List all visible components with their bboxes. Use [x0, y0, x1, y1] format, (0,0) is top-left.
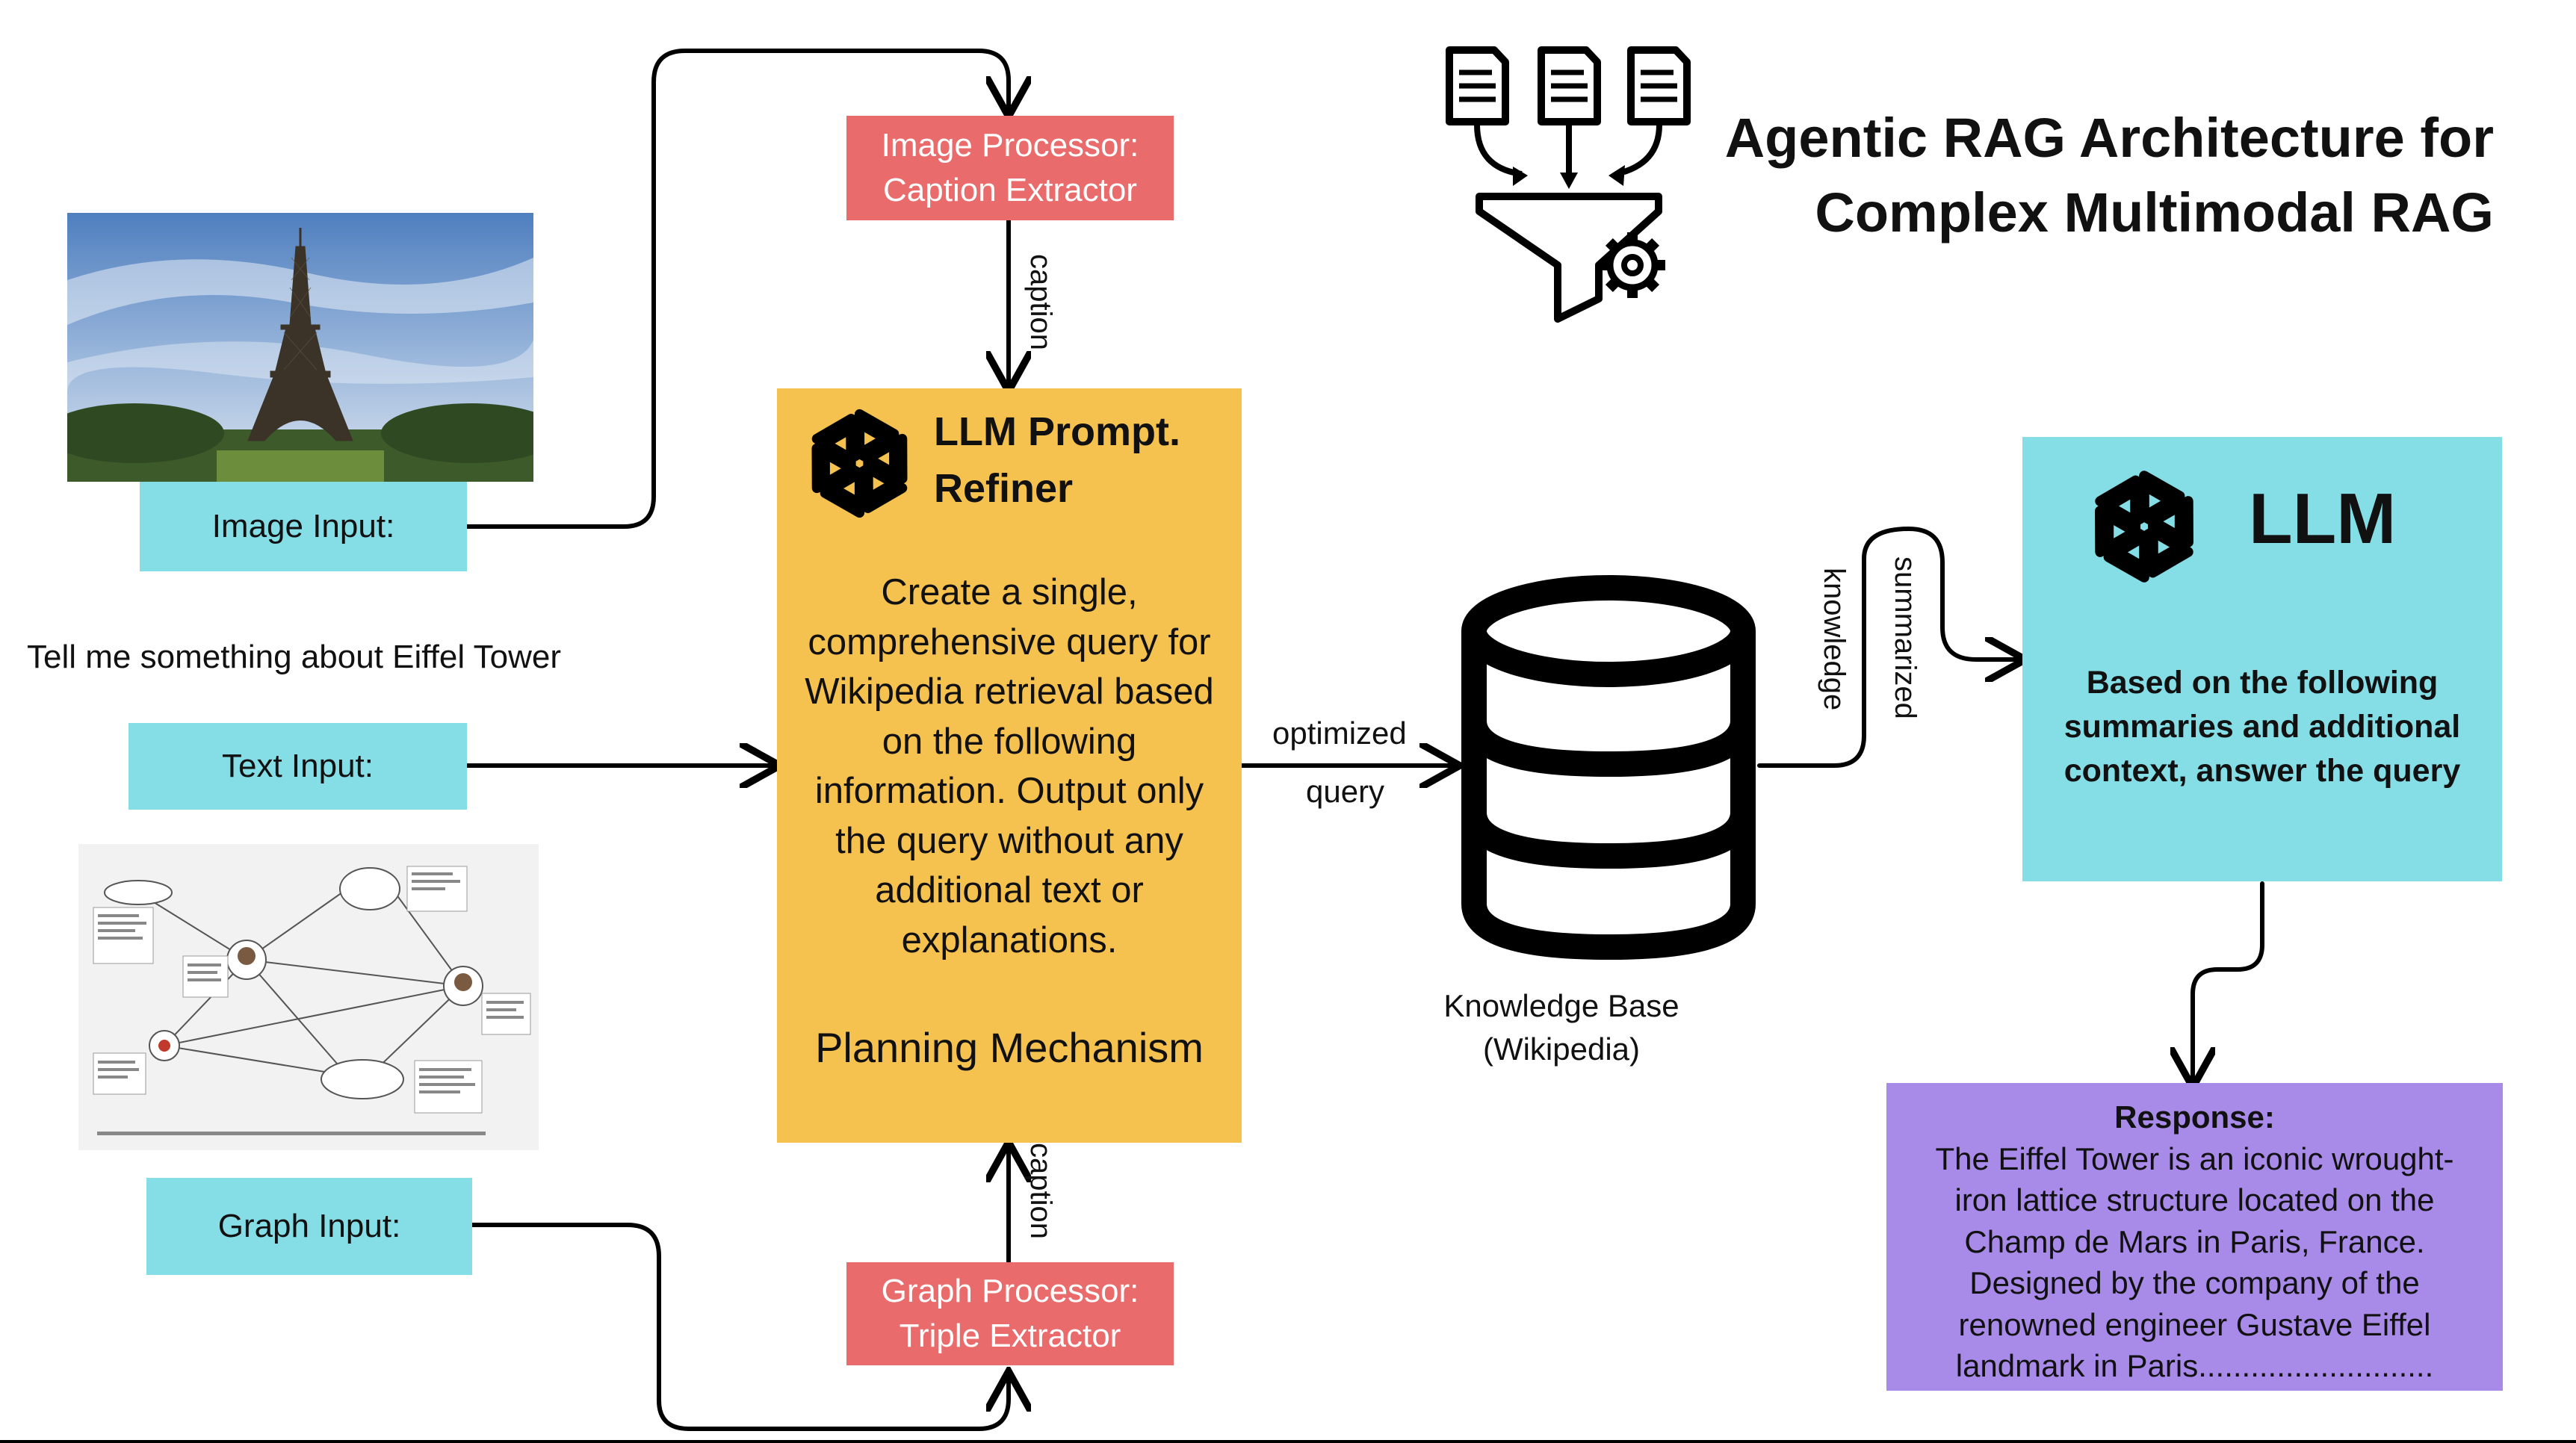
diagram-title-line1: Agentic RAG Architecture for: [1724, 107, 2494, 169]
knowledge-base-subtitle: (Wikipedia): [1482, 1031, 1641, 1067]
knowledge-base-label: Knowledge Base (Wikipedia): [1412, 984, 1711, 1071]
optimized-label: optimized: [1272, 716, 1407, 751]
response-line: renowned engineer Gustave Eiffel: [1958, 1306, 2431, 1342]
refiner-body-line: comprehensive query for: [808, 621, 1211, 662]
database-icon: [1457, 575, 1760, 961]
llm-prompt-refiner: LLM Prompt. Refiner Create a single, com…: [777, 388, 1242, 1143]
text-prompt: Tell me something about Eiffel Tower: [27, 639, 561, 675]
response-line: landmark in Paris.......................…: [1955, 1348, 2434, 1383]
planning-mechanism: Planning Mechanism: [815, 1024, 1204, 1071]
diagram-title: Agentic RAG Architecture for Complex Mul…: [1725, 101, 2494, 250]
refiner-body-line: on the following: [882, 721, 1137, 762]
llm-body-line: summaries and additional: [2063, 709, 2461, 745]
summarized-label: summarized: [1889, 556, 1922, 719]
text-input-label: Text Input:: [129, 723, 467, 810]
response-line: Champ de Mars in Paris, France.: [1964, 1223, 2425, 1259]
response-line: Designed by the company of the: [1969, 1265, 2420, 1300]
documents-funnel-icon: [1438, 41, 1692, 329]
knowledge-graph-image: [78, 844, 539, 1150]
knowledge-base-title: Knowledge Base: [1443, 988, 1679, 1023]
refiner-title: LLM Prompt. Refiner: [934, 403, 1180, 517]
diagram-title-line2: Complex Multimodal RAG: [1815, 181, 2494, 243]
refiner-body: Create a single, comprehensive query for…: [777, 568, 1242, 965]
refiner-title-line1: LLM Prompt.: [934, 409, 1180, 454]
image-processor: Image Processor: Caption Extractor: [846, 116, 1174, 220]
caption-label-top: caption: [1024, 254, 1057, 350]
llm-title: LLM: [2249, 479, 2397, 559]
arrow-graph-to-processor: [470, 1223, 1009, 1431]
image-input-text: Image Input:: [211, 508, 395, 544]
graph-processor-title: Graph Processor:: [881, 1273, 1139, 1309]
image-input-label: Image Input:: [140, 482, 467, 571]
image-processor-subtitle: Caption Extractor: [883, 172, 1137, 208]
graph-processor-subtitle: Triple Extractor: [899, 1318, 1121, 1354]
llm-body-line: context, answer the query: [2063, 753, 2461, 789]
refiner-body-line: the query without any: [835, 820, 1183, 861]
response-line: The Eiffel Tower is an iconic wrought-: [1935, 1141, 2454, 1176]
text-input-text: Text Input:: [221, 748, 374, 784]
refiner-body-line: Create a single,: [881, 572, 1138, 612]
arrow-summarized-knowledge: [1757, 527, 2021, 768]
llm-body-line: Based on the following: [2086, 665, 2439, 701]
graph-input-text: Graph Input:: [217, 1208, 401, 1244]
arrow-llm-to-response: [2193, 881, 2264, 1083]
refiner-body-line: information. Output only: [814, 771, 1204, 811]
refiner-body-line: Wikipedia retrieval based: [805, 671, 1214, 712]
image-processor-title: Image Processor:: [881, 127, 1139, 164]
refiner-body-line: explanations.: [901, 919, 1118, 961]
openai-logo-icon: [2081, 463, 2208, 590]
caption-label-bottom: caption: [1024, 1143, 1057, 1239]
arrow-image-to-processor: [465, 49, 1009, 529]
llm-body: Based on the following summaries and add…: [2022, 661, 2502, 793]
graph-input-label: Graph Input:: [146, 1178, 472, 1275]
response-content: Response: The Eiffel Tower is an iconic …: [1886, 1096, 2503, 1387]
bottom-divider: [0, 1440, 2576, 1443]
graph-processor: Graph Processor: Triple Extractor: [846, 1262, 1174, 1365]
refiner-title-line2: Refiner: [934, 466, 1074, 511]
knowledge-label: knowledge: [1818, 568, 1851, 711]
response-title: Response:: [2114, 1099, 2275, 1135]
refiner-body-line: additional text or: [875, 870, 1144, 910]
openai-logo-icon: [798, 402, 921, 525]
eiffel-tower-image: [45, 213, 560, 482]
response-line: iron lattice structure located on the: [1954, 1182, 2435, 1217]
llm-box: LLM Based on the following summaries and…: [2022, 437, 2502, 881]
response-box: Response: The Eiffel Tower is an iconic …: [1886, 1083, 2503, 1391]
query-label: query: [1306, 774, 1385, 809]
